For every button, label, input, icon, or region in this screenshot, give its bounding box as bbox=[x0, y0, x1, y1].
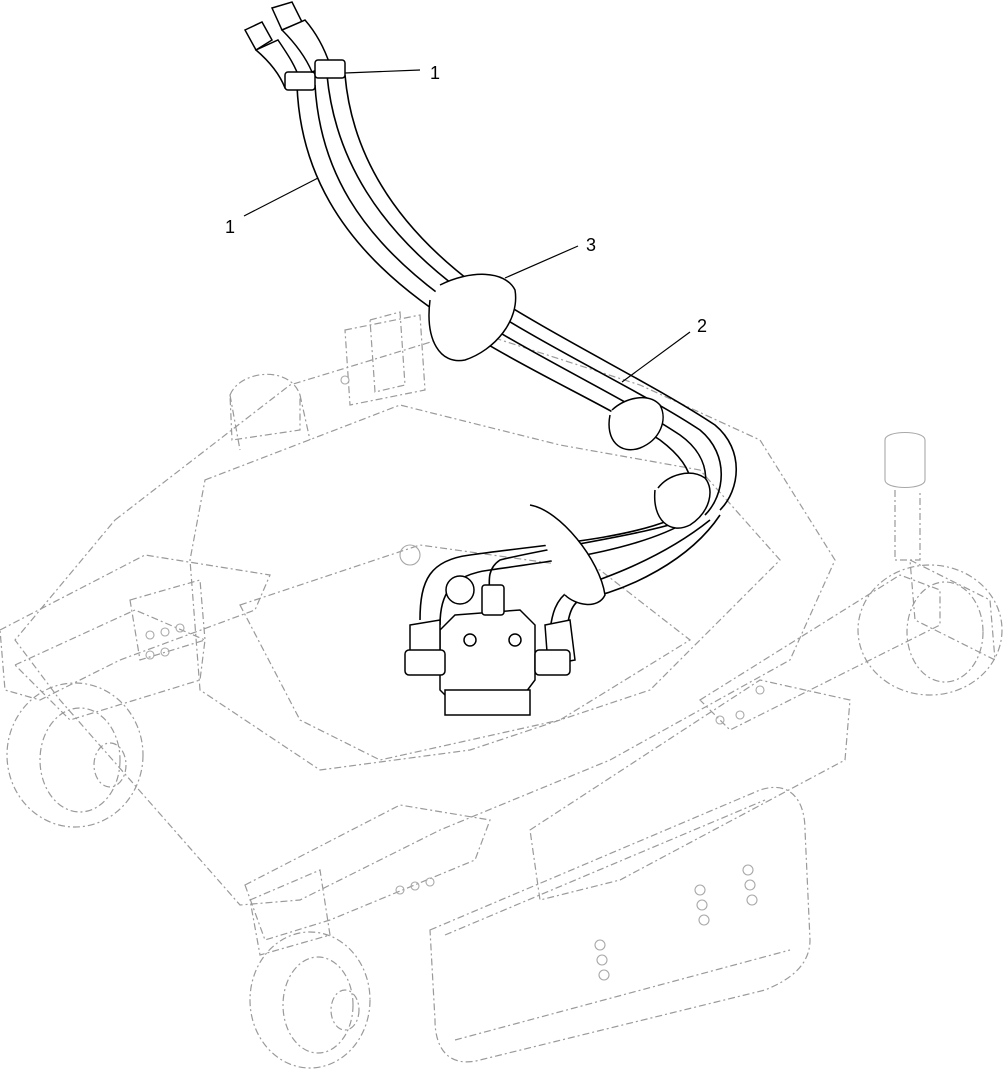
callouts: 1 1 3 2 bbox=[225, 63, 707, 383]
callout-2: 2 bbox=[697, 316, 707, 336]
hose-clamps bbox=[428, 273, 711, 606]
leader-1-left bbox=[243, 177, 319, 217]
leader-2 bbox=[621, 331, 691, 383]
hose-fittings bbox=[243, 1, 346, 91]
mower-deck bbox=[0, 311, 1003, 1069]
callout-1-top: 1 bbox=[430, 63, 440, 83]
hydraulic-hoses bbox=[296, 74, 737, 636]
leader-1-top bbox=[344, 69, 421, 74]
callout-1-left: 1 bbox=[225, 217, 235, 237]
hydraulic-motor bbox=[404, 575, 576, 716]
callout-3: 3 bbox=[586, 235, 596, 255]
leader-3 bbox=[504, 245, 579, 279]
